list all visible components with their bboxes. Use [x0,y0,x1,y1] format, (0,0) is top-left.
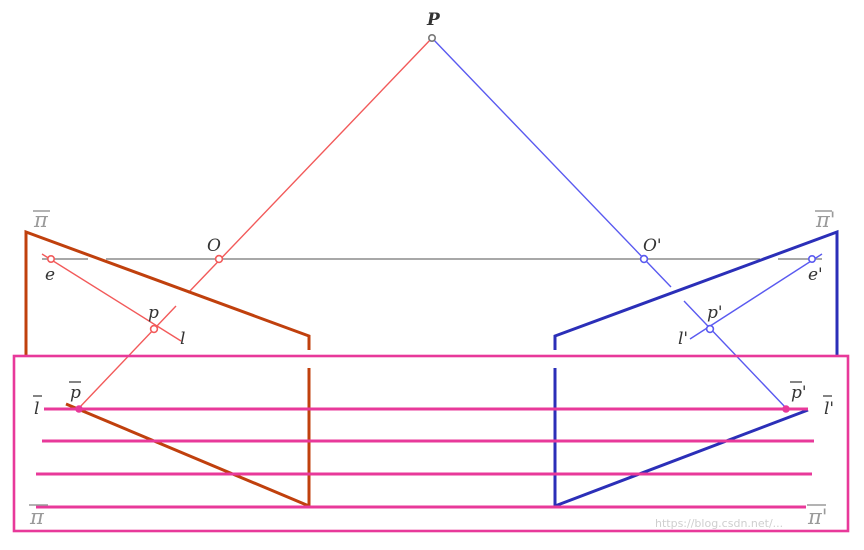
point-p-bar [75,405,83,413]
label-l: l [180,329,185,349]
label-O: O [207,236,221,256]
label-l-prime: l' [678,329,688,349]
point-p [149,324,159,334]
label-pi-bar: π [29,505,45,529]
right-image-plane [553,229,839,509]
point-O [214,254,224,264]
label-p: p [148,303,159,323]
point-P [427,33,436,42]
label-l-bar-prime: l' [824,399,834,419]
watermark: https://blog.csdn.net/... [655,517,783,530]
point-e [46,255,55,264]
label-e-prime: e' [808,265,823,285]
label-e: e [45,265,55,285]
label-pi: π [33,208,49,232]
left-image-plane [24,229,311,509]
label-p-prime: p' [707,303,723,323]
label-pi-prime: π' [815,208,836,232]
point-e-prime [807,255,816,264]
point-O-prime [639,254,649,264]
right-ray [431,37,787,409]
left-epipolar-line [41,253,182,342]
label-l-bar: l [34,399,39,419]
rectified-plane [12,354,850,533]
label-p-bar-prime: p' [791,383,807,403]
label-p-bar: p [70,383,81,403]
point-p-prime [705,324,715,334]
label-O-prime: O' [643,236,662,256]
right-epipolar-line [689,253,823,340]
label-pi-bar-prime: π' [807,505,828,529]
label-P: P [426,10,441,30]
left-ray [78,37,433,409]
point-p-bar-prime [782,405,790,413]
